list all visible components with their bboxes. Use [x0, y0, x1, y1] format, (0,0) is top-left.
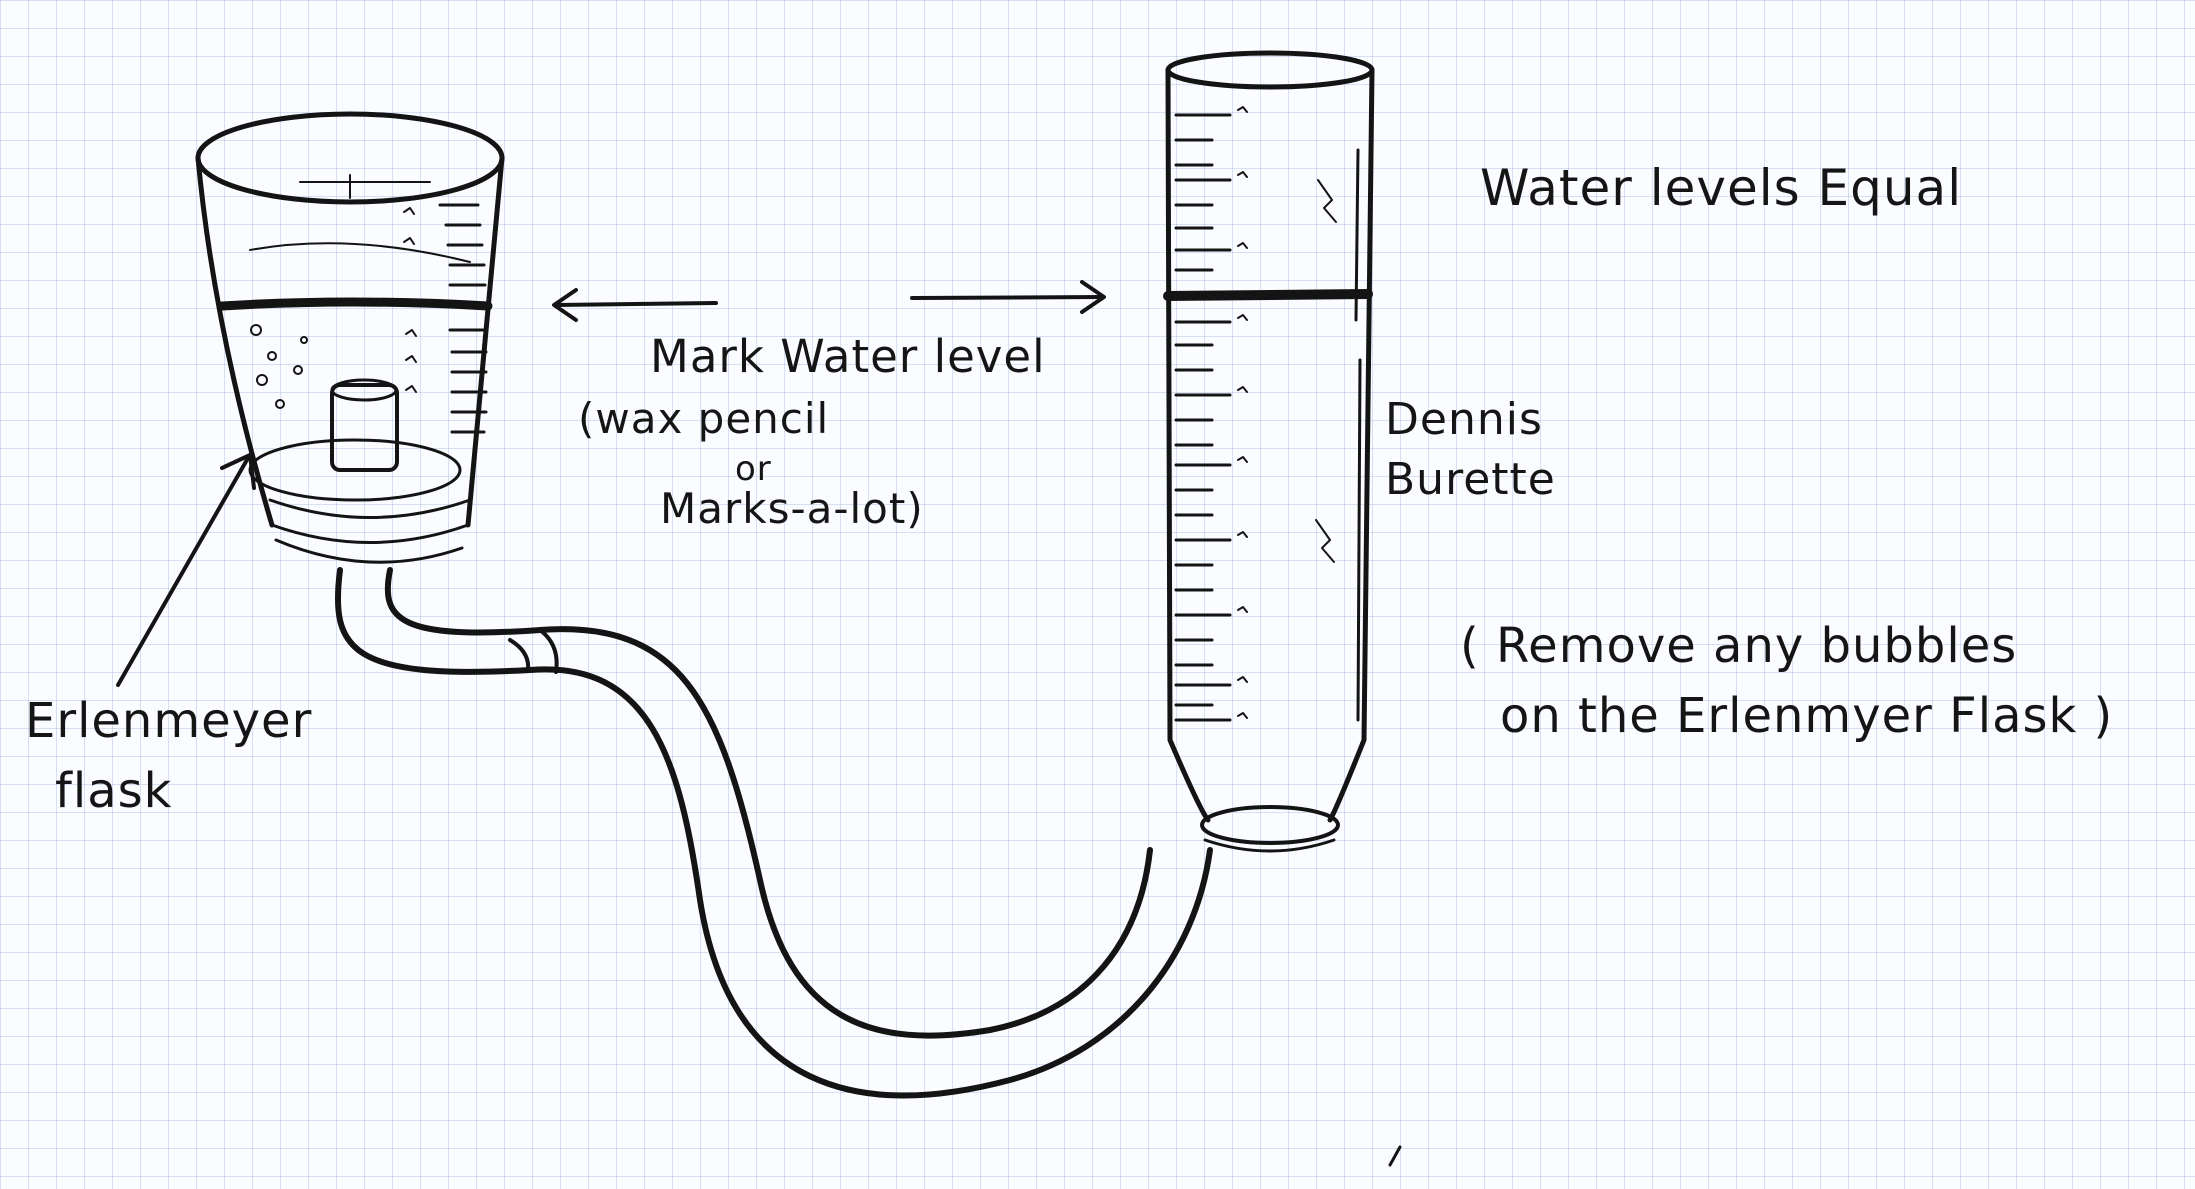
erlenmeyer-label: Erlenmeyer — [25, 693, 313, 749]
right-arrow — [910, 280, 1106, 314]
stray-pen-mark — [1388, 1145, 1402, 1167]
dennis-label: Dennis — [1385, 394, 1543, 445]
burette-label: Burette — [1385, 454, 1556, 505]
wax-pencil-label: (wax pencil — [578, 394, 830, 443]
dennis-burette — [1165, 50, 1375, 853]
burette-water-level-line — [1163, 289, 1373, 301]
flask-scale-ticks — [403, 203, 488, 434]
erlenmeyer-flask — [195, 111, 505, 564]
mark-water-level-label: Mark Water level — [650, 330, 1046, 383]
flask-bubbles — [250, 324, 308, 409]
left-arrow — [552, 288, 718, 322]
rubber-tubing — [334, 567, 1213, 1099]
flask-label: flask — [55, 763, 173, 819]
remove-bubbles-label-line2: on the Erlenmyer Flask ) — [1500, 688, 2114, 744]
flask-pointer-arrow — [116, 453, 256, 687]
water-levels-equal-label: Water levels Equal — [1480, 159, 1963, 217]
marks-a-lot-label: Marks-a-lot) — [660, 484, 924, 533]
flask-water-level-line — [217, 297, 493, 311]
or-label: or — [735, 449, 772, 489]
flask-stopper — [248, 378, 462, 502]
remove-bubbles-label-line1: ( Remove any bubbles — [1460, 618, 2018, 674]
burette-scale-ticks — [1174, 106, 1248, 722]
